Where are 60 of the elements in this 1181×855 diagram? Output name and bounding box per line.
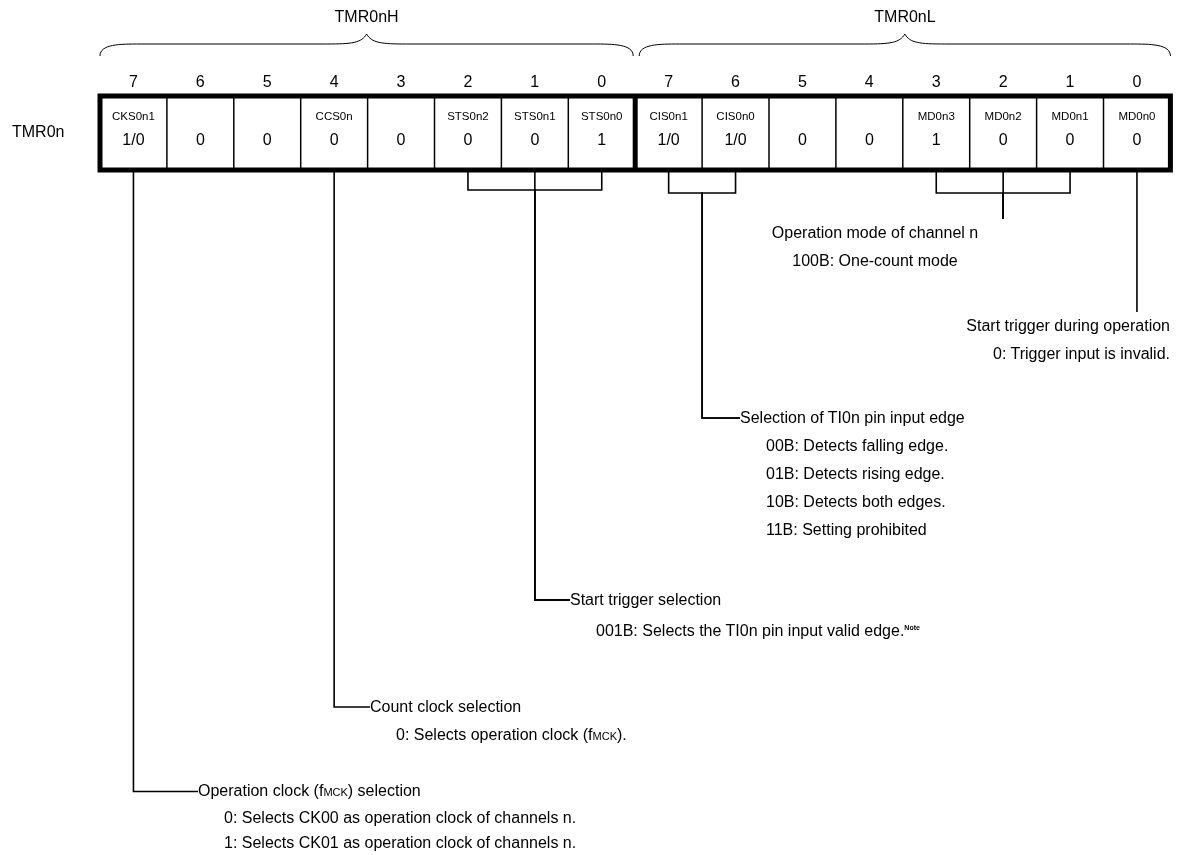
field-title: Selection of TI0n pin input edge	[740, 408, 965, 428]
bit-number: 3	[931, 73, 941, 91]
setting-text: 11B: Setting prohibited	[765, 520, 928, 540]
setting-text: 01B: Detects rising edge.	[765, 464, 946, 484]
bit-field-name: CKS0n1	[111, 110, 156, 122]
bit-value: 0	[997, 131, 1009, 149]
bit-value: 0	[261, 131, 273, 149]
bit-value: 1/0	[656, 131, 681, 149]
bit-number: 3	[396, 73, 406, 91]
bit-field-name: MD0n3	[916, 110, 956, 122]
setting-text: 0: Trigger input is invalid.	[992, 344, 1170, 364]
bit-value: 0	[863, 131, 875, 149]
bit-field-name: MD0n0	[1117, 110, 1157, 122]
bit-number: 6	[731, 73, 740, 91]
bit-value: 0	[797, 131, 808, 149]
bit-value: 1	[596, 131, 608, 149]
bit-value: 0	[462, 131, 474, 149]
bit-value: 0	[194, 131, 206, 149]
setting-text: 10B: Detects both edges.	[765, 492, 947, 512]
bit-value: 1/0	[121, 131, 146, 149]
bit-number: 4	[329, 73, 339, 91]
bit-field-name: CIS0n1	[648, 110, 689, 122]
bit-value: 0	[1064, 131, 1076, 149]
bit-value: 0	[529, 131, 541, 149]
bit-value: 0	[1131, 131, 1143, 149]
bit-number: 2	[463, 73, 473, 91]
bit-number: 0	[597, 73, 607, 91]
setting-text: 00B: Detects falling edge.	[765, 436, 950, 456]
bit-number: 1	[530, 73, 540, 91]
bit-field-name: STS0n2	[446, 110, 490, 122]
bit-field-name: CCS0n	[314, 110, 354, 122]
bit-number: 1	[1065, 73, 1075, 91]
register-name: TMR0nL	[874, 8, 936, 26]
register-name: TMR0n	[12, 123, 65, 141]
bit-value: 0	[328, 131, 340, 149]
bit-value: 0	[395, 131, 407, 149]
bit-number: 6	[195, 73, 205, 91]
bit-value: 1/0	[723, 131, 748, 149]
bit-field-name: CIS0n0	[715, 110, 756, 122]
bit-number: 5	[262, 73, 272, 91]
bit-number: 0	[1132, 73, 1142, 91]
bit-number: 2	[998, 73, 1008, 91]
setting-text: 100B: One-count mode	[791, 251, 959, 271]
bit-field-name: MD0n2	[983, 110, 1023, 122]
bit-field-name: MD0n1	[1050, 110, 1090, 122]
field-title: Operation mode of channel n	[770, 223, 980, 243]
bit-value: 1	[930, 131, 942, 149]
field-title: Start trigger selection	[570, 590, 723, 610]
field-title: Start trigger during operation	[965, 316, 1170, 336]
bit-field-name: STS0n1	[513, 110, 557, 122]
setting-text: 0: Selects CK00 as operation clock of channels n.	[223, 808, 577, 828]
bit-number: 4	[864, 73, 874, 91]
bit-number: 7	[664, 73, 674, 91]
bit-field-name: STS0n0	[579, 110, 624, 122]
bit-number: 7	[128, 73, 138, 91]
setting-text: 001B: Selects the TI0n pin input valid edge.$^{Note}$	[595, 621, 920, 641]
setting-text: 1: Selects CK01 as operation clock of channels n.	[223, 833, 577, 853]
bit-number: 5	[797, 73, 807, 91]
field-title: Count clock selection	[370, 697, 523, 717]
register-name: TMR0nH	[334, 8, 399, 26]
